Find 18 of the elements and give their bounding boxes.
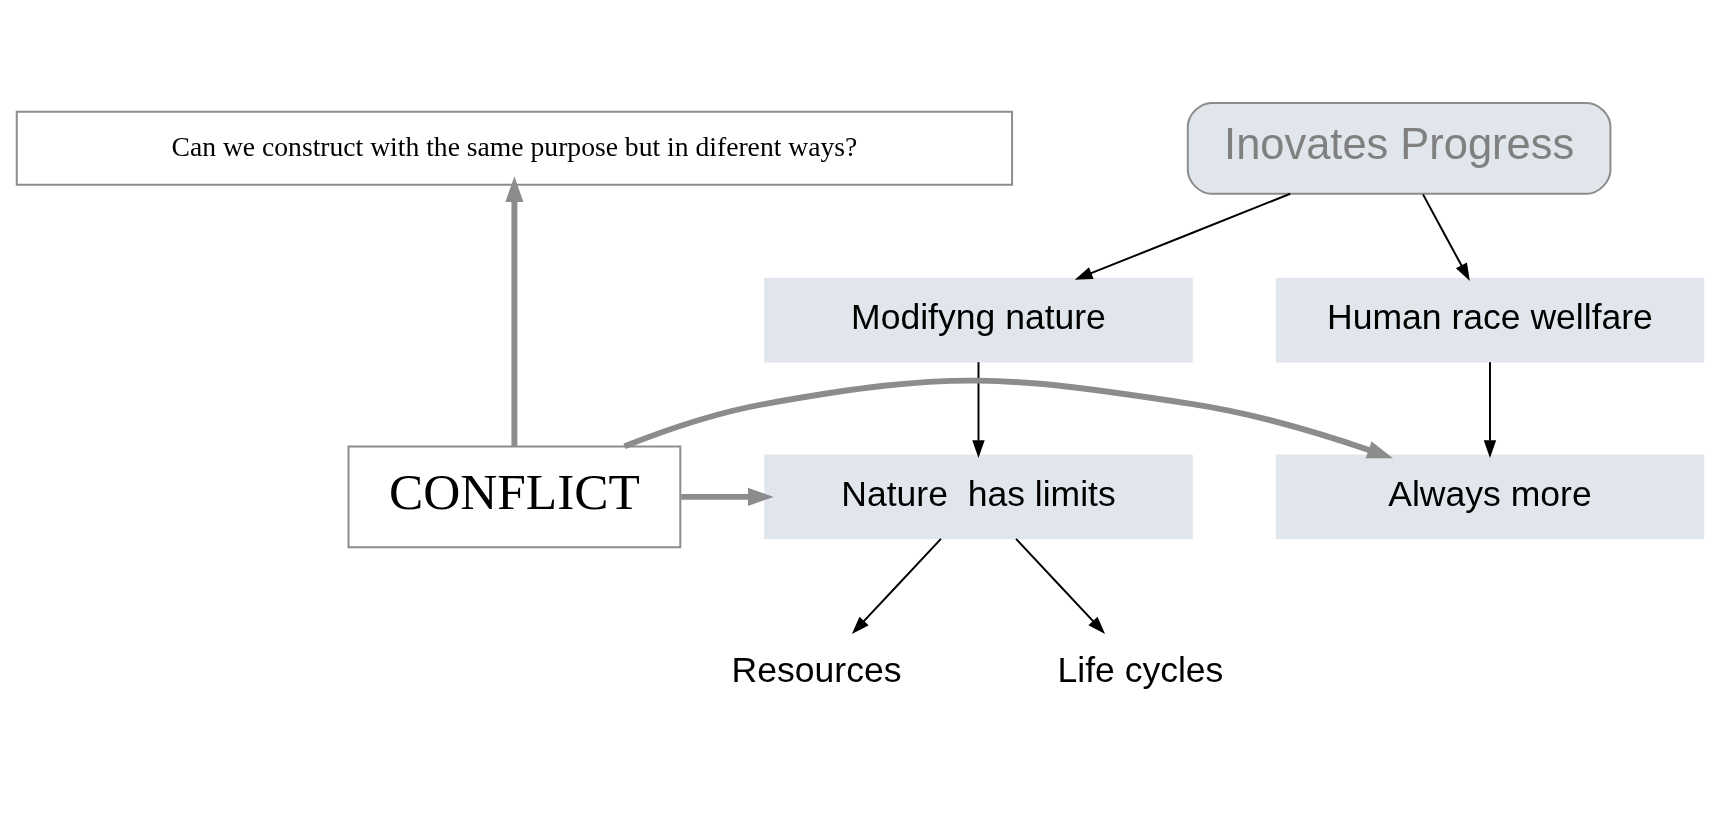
node-text: Life cycles <box>1057 650 1224 691</box>
arrow <box>851 537 942 634</box>
arrow <box>1074 192 1292 280</box>
node-box: Human race wellfare <box>1275 277 1705 363</box>
node-box: CONFLICT <box>347 445 682 549</box>
arrow <box>623 377 1393 459</box>
node-box: Inovates Progress <box>1186 101 1612 195</box>
arrow <box>505 176 524 447</box>
arrow <box>1483 361 1497 459</box>
node-box: Nature has limits <box>764 454 1193 540</box>
arrow <box>681 487 774 506</box>
node-box: Can we construct with the same purpose but in diferent ways? <box>15 110 1014 186</box>
arrow <box>972 361 985 459</box>
node-box: Always more <box>1275 454 1705 540</box>
node-text: Resources <box>731 650 902 691</box>
node-box: Modifyng nature <box>764 277 1193 363</box>
arrow <box>1015 537 1106 634</box>
arrow <box>1422 193 1470 281</box>
